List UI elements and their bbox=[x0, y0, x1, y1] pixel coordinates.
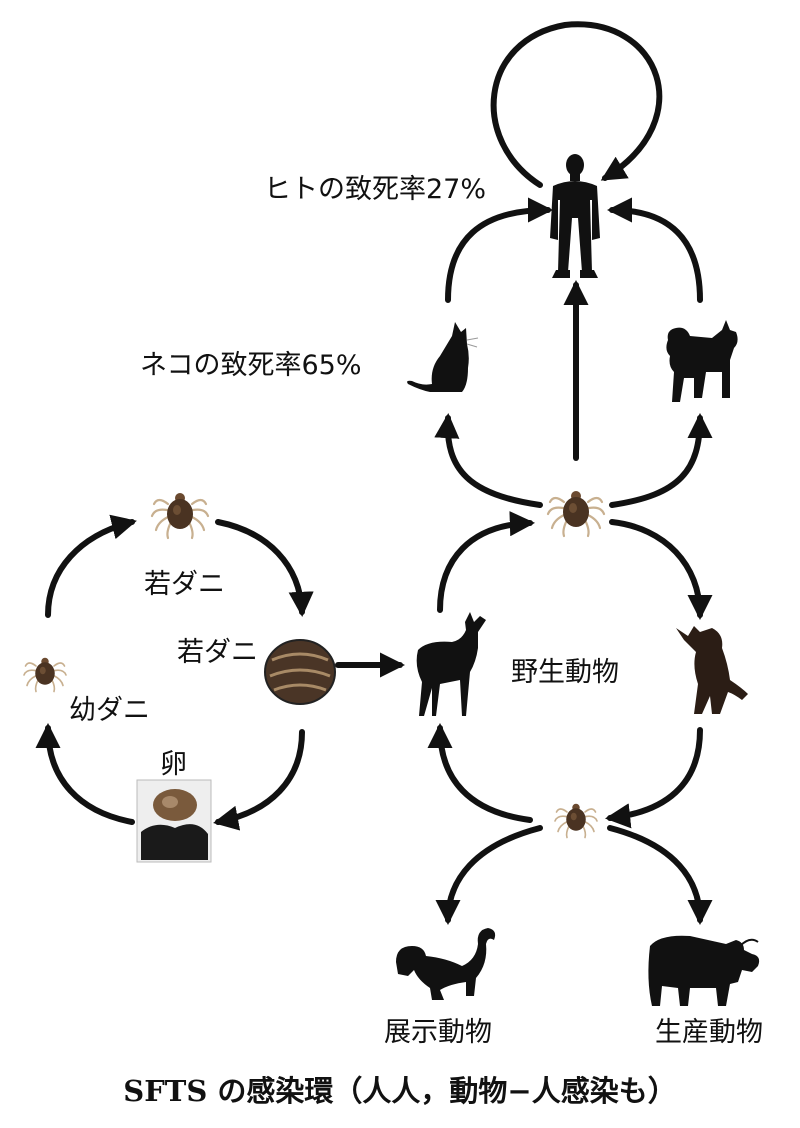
figure-caption: SFTS の感染環（人人，動物−人感染も） bbox=[123, 1074, 677, 1108]
arrow-tick-to-dog bbox=[609, 412, 713, 508]
arrow-human-to-human bbox=[490, 21, 663, 188]
arrow-tick-to-livestock bbox=[607, 825, 713, 926]
larva-tick-label: 幼ダニ bbox=[69, 695, 150, 726]
tick-icon bbox=[150, 491, 210, 540]
arrow-larva-to-nymph bbox=[45, 514, 137, 618]
tick-icon bbox=[23, 656, 67, 693]
egg-label: 卵 bbox=[160, 749, 187, 780]
egg-mass-icon bbox=[136, 779, 212, 863]
arrow-cat-to-human bbox=[445, 197, 554, 303]
livestock-label: 生産動物 bbox=[655, 1017, 763, 1048]
engorged-nymph-tick-label: 若ダニ bbox=[177, 637, 258, 668]
arrow-nymph-to-engorged bbox=[215, 519, 314, 618]
engorged-nymph-tick-icon bbox=[264, 639, 336, 705]
arrow-tick-to-deer bbox=[427, 722, 533, 823]
human-fatality-label: ヒトの致死率27% bbox=[264, 174, 487, 205]
raccoon-icon bbox=[676, 626, 748, 714]
human-icon bbox=[550, 154, 600, 278]
arrow-dog-to-human bbox=[606, 197, 703, 303]
nymph-tick-label: 若ダニ bbox=[144, 569, 225, 600]
zoo-animals-label: 展示動物 bbox=[384, 1017, 492, 1048]
tick-icon bbox=[546, 489, 606, 538]
cycle-arrows bbox=[35, 21, 713, 926]
arrow-egg-to-larva bbox=[35, 722, 135, 825]
deer-icon bbox=[416, 612, 486, 716]
arrow-raccoon-to-tick bbox=[604, 727, 703, 829]
cat-fatality-label: ネコの致死率65% bbox=[140, 350, 362, 381]
dog-icon bbox=[666, 320, 738, 402]
cattle-icon bbox=[648, 935, 760, 1006]
tick-icon bbox=[554, 802, 598, 839]
arrow-tick-to-cat bbox=[434, 412, 543, 508]
arrow-engorged-to-egg bbox=[213, 729, 305, 831]
cat-icon bbox=[407, 322, 479, 392]
arrow-tick-to-zoo-animal bbox=[435, 825, 543, 926]
monkey-icon bbox=[396, 928, 496, 1000]
arrow-deer-to-tick bbox=[437, 511, 536, 613]
arrow-tick-to-raccoon bbox=[609, 519, 713, 621]
wild-animals-label: 野生動物 bbox=[511, 657, 619, 688]
